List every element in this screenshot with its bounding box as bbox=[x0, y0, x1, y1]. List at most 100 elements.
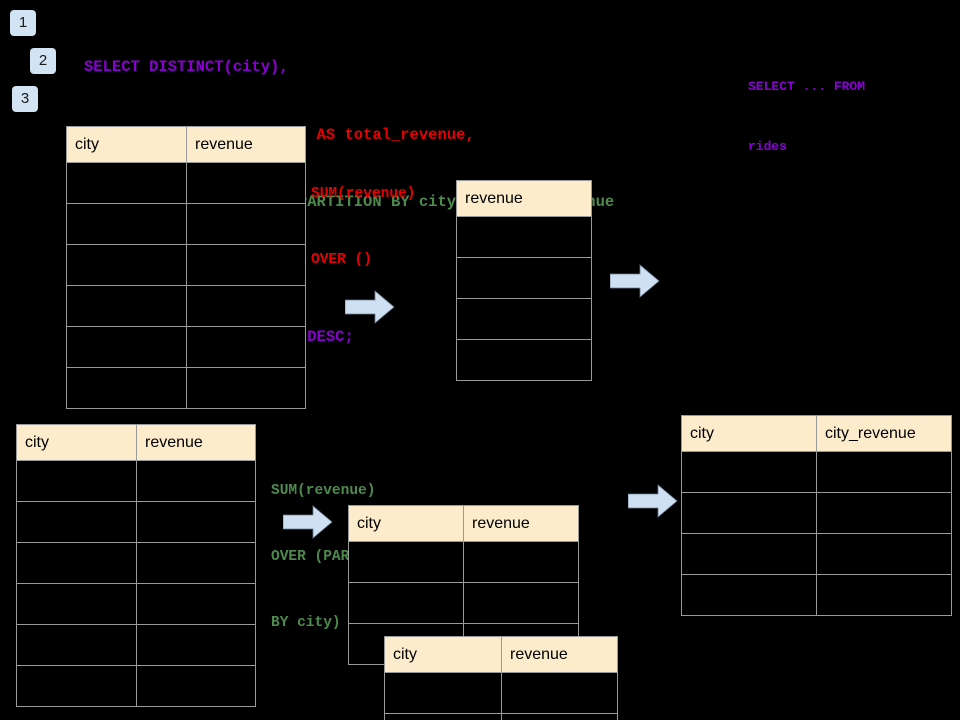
column-header-revenue: revenue bbox=[136, 424, 256, 461]
table-header-row: city revenue bbox=[16, 424, 256, 461]
table-cell bbox=[66, 203, 187, 245]
table-row bbox=[16, 542, 256, 584]
table-cell bbox=[186, 326, 306, 368]
arrow-right-icon-4 bbox=[628, 484, 678, 518]
table-header-row: revenue bbox=[456, 180, 592, 217]
column-header-revenue: revenue bbox=[456, 180, 592, 217]
arrow-right-icon-3 bbox=[283, 505, 333, 539]
table-row bbox=[681, 574, 952, 616]
table-cell bbox=[186, 367, 306, 409]
table-row bbox=[681, 533, 952, 575]
table-row bbox=[16, 665, 256, 707]
table-cell bbox=[681, 492, 817, 534]
table-cell bbox=[16, 665, 137, 707]
table-row bbox=[66, 367, 306, 409]
table-row bbox=[66, 244, 306, 286]
step-badge-3: 3 bbox=[12, 86, 38, 112]
table-header-row: city revenue bbox=[348, 505, 579, 542]
table-cell bbox=[66, 162, 187, 204]
column-header-city: city bbox=[681, 415, 817, 452]
column-header-city: city bbox=[384, 636, 502, 673]
table-cell bbox=[66, 244, 187, 286]
table-cell bbox=[16, 583, 137, 625]
table-header-row: city revenue bbox=[384, 636, 618, 673]
table-cell bbox=[681, 533, 817, 575]
column-header-city: city bbox=[16, 424, 137, 461]
table-cell bbox=[16, 501, 137, 543]
total-revenue-table: revenue bbox=[456, 180, 592, 381]
table-cell bbox=[456, 339, 592, 381]
table-cell bbox=[348, 582, 464, 624]
table-cell bbox=[463, 541, 579, 583]
arrow-right-icon-2 bbox=[610, 264, 660, 298]
annotation-over-empty-line2: OVER () bbox=[311, 252, 372, 268]
partition-group-table-front: city revenue bbox=[384, 636, 618, 720]
table-cell bbox=[456, 257, 592, 299]
table-cell bbox=[66, 285, 187, 327]
table-cell bbox=[816, 492, 952, 534]
table-cell bbox=[136, 460, 256, 502]
table-cell bbox=[136, 542, 256, 584]
table-cell bbox=[384, 672, 502, 714]
table-cell bbox=[456, 216, 592, 258]
table-row bbox=[681, 451, 952, 493]
column-header-city-revenue: city_revenue bbox=[816, 415, 952, 452]
source-query-note-line1: SELECT ... FROM bbox=[748, 79, 866, 94]
table-row bbox=[348, 541, 579, 583]
table-cell bbox=[816, 451, 952, 493]
annotation-over-empty-line1: SUM(revenue) bbox=[311, 186, 416, 202]
table-cell bbox=[66, 367, 187, 409]
column-header-city: city bbox=[66, 126, 187, 163]
table-row bbox=[456, 257, 592, 299]
table-row bbox=[384, 672, 618, 714]
table-cell bbox=[66, 326, 187, 368]
table-row bbox=[16, 624, 256, 666]
table-row bbox=[456, 339, 592, 381]
table-cell bbox=[348, 541, 464, 583]
table-row bbox=[66, 326, 306, 368]
table-cell bbox=[186, 285, 306, 327]
table-cell bbox=[16, 542, 137, 584]
sql-line-select: SELECT DISTINCT(city), bbox=[84, 58, 289, 76]
column-header-revenue: revenue bbox=[186, 126, 306, 163]
table-row bbox=[66, 162, 306, 204]
result-table: city city_revenue bbox=[681, 415, 952, 616]
rides-source-table-top: city revenue bbox=[66, 126, 306, 409]
table-row bbox=[348, 582, 579, 624]
table-cell bbox=[186, 203, 306, 245]
table-cell bbox=[136, 624, 256, 666]
annotation-over-partition-line1: SUM(revenue) bbox=[271, 483, 376, 499]
table-row bbox=[16, 460, 256, 502]
table-cell bbox=[681, 574, 817, 616]
step-badge-1: 1 bbox=[10, 10, 36, 36]
table-row bbox=[66, 285, 306, 327]
source-query-note-line2: rides bbox=[748, 139, 788, 154]
table-row bbox=[456, 216, 592, 258]
table-cell bbox=[816, 574, 952, 616]
table-header-row: city revenue bbox=[66, 126, 306, 163]
column-header-city: city bbox=[348, 505, 464, 542]
table-row bbox=[16, 501, 256, 543]
table-cell bbox=[16, 460, 137, 502]
table-row bbox=[681, 492, 952, 534]
source-query-note: SELECT ... FROM rides bbox=[748, 37, 865, 197]
column-header-revenue: revenue bbox=[463, 505, 579, 542]
table-row bbox=[384, 713, 618, 720]
annotation-over-partition-line3: BY city) bbox=[271, 615, 341, 631]
table-header-row: city city_revenue bbox=[681, 415, 952, 452]
table-cell bbox=[186, 244, 306, 286]
table-cell bbox=[384, 713, 502, 720]
table-cell bbox=[136, 583, 256, 625]
table-cell bbox=[681, 451, 817, 493]
table-row bbox=[456, 298, 592, 340]
annotation-over-empty: SUM(revenue) OVER () bbox=[311, 139, 415, 315]
table-cell bbox=[501, 672, 618, 714]
table-cell bbox=[16, 624, 137, 666]
column-header-revenue: revenue bbox=[501, 636, 618, 673]
arrow-right-icon-1 bbox=[345, 290, 395, 324]
step-badge-2: 2 bbox=[30, 48, 56, 74]
table-cell bbox=[501, 713, 618, 720]
table-cell bbox=[186, 162, 306, 204]
table-cell bbox=[136, 665, 256, 707]
